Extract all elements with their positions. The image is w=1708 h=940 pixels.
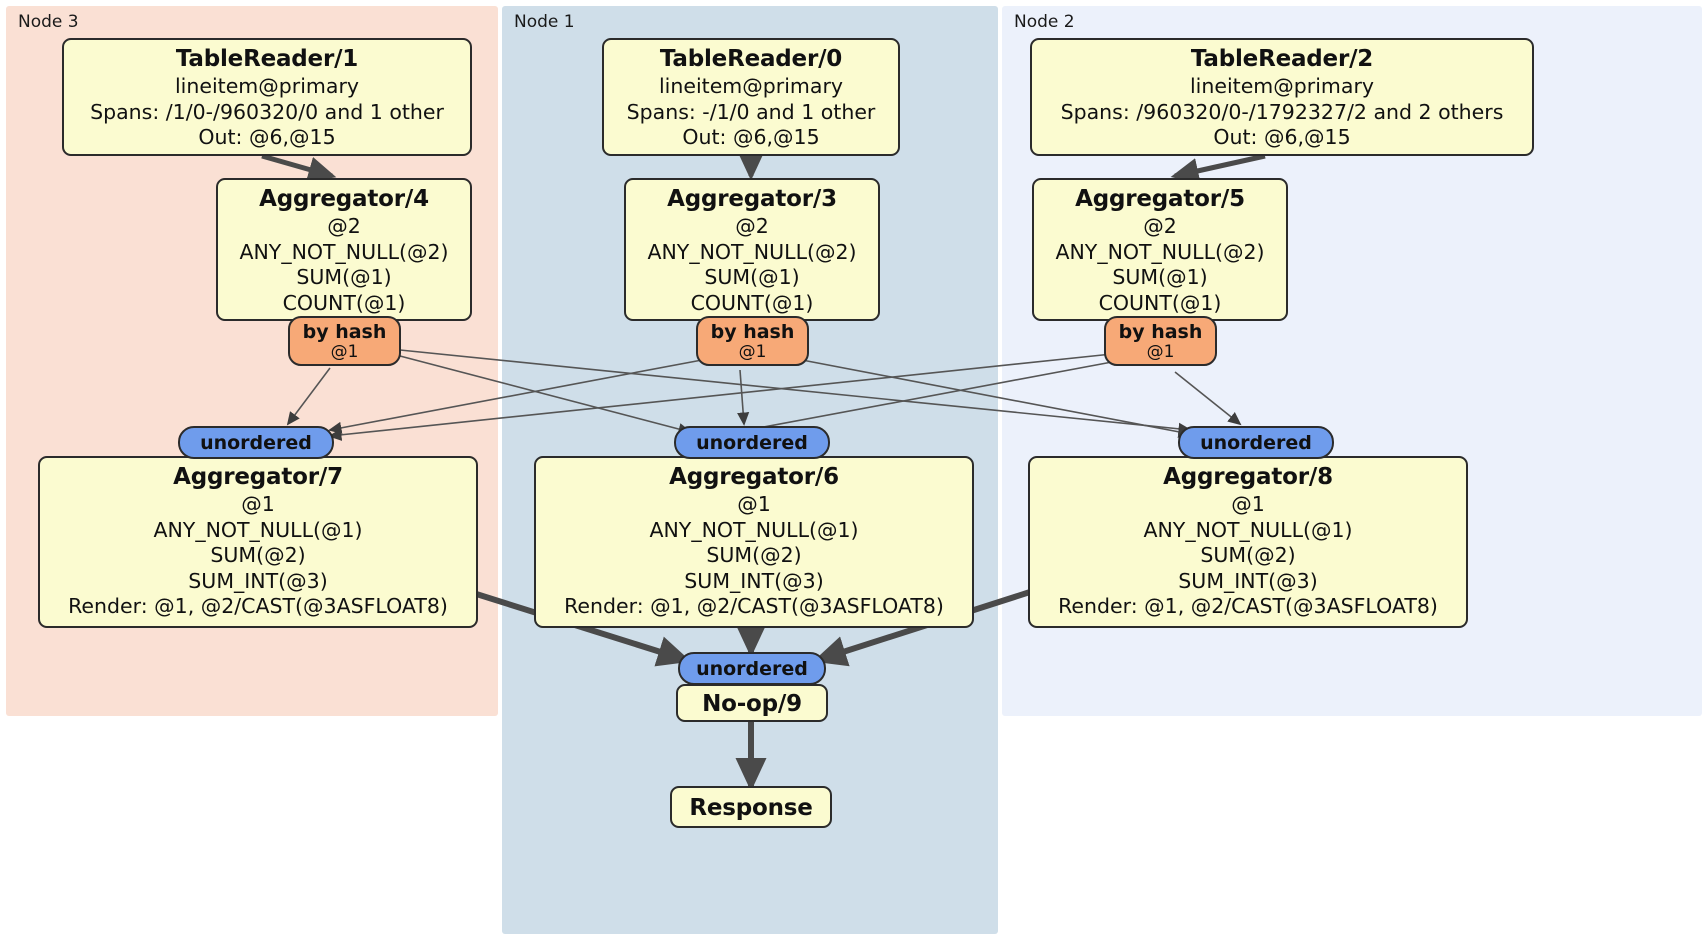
synchronizer-unordered-center[interactable]: unordered: [674, 426, 830, 459]
router-by-hash-center[interactable]: by hash @1: [696, 316, 809, 366]
processor-line: SUM(@1): [704, 265, 800, 289]
router-label: by hash: [710, 321, 795, 343]
processor-line: SUM(@2): [1200, 543, 1296, 567]
processor-response[interactable]: Response: [670, 786, 832, 828]
synchronizer-unordered-final[interactable]: unordered: [678, 652, 826, 685]
processor-line: @1: [241, 492, 275, 516]
processor-line: COUNT(@1): [690, 290, 814, 315]
processor-line: @1: [1231, 492, 1265, 516]
synchronizer-unordered-left[interactable]: unordered: [178, 426, 334, 459]
router-by-hash-left[interactable]: by hash @1: [288, 316, 401, 366]
processor-line: COUNT(@1): [282, 290, 406, 315]
processor-line: Render: @1, @2/CAST(@3ASFLOAT8): [1058, 594, 1438, 618]
processor-line: SUM(@2): [210, 543, 306, 567]
processor-title: TableReader/0: [659, 46, 843, 72]
router-sublabel: @1: [1146, 342, 1175, 362]
node-panel-label-node3: Node 3: [18, 12, 79, 32]
synchronizer-label: unordered: [696, 431, 808, 454]
processor-noop-9[interactable]: No-op/9: [676, 684, 828, 722]
synchronizer-unordered-right[interactable]: unordered: [1178, 426, 1334, 459]
processor-line: @2: [735, 214, 769, 238]
processor-line: lineitem@primary: [658, 74, 844, 98]
processor-aggregator-8[interactable]: Aggregator/8 @1 ANY_NOT_NULL(@1) SUM(@2)…: [1028, 456, 1468, 628]
processor-title: Aggregator/4: [259, 186, 429, 212]
processor-table-reader-2[interactable]: TableReader/2 lineitem@primary Spans: /9…: [1030, 38, 1534, 156]
processor-line: ANY_NOT_NULL(@1): [649, 517, 859, 542]
processor-line: @2: [1143, 214, 1177, 238]
processor-title: Aggregator/5: [1075, 186, 1245, 212]
router-sublabel: @1: [330, 342, 359, 362]
processor-aggregator-5[interactable]: Aggregator/5 @2 ANY_NOT_NULL(@2) SUM(@1)…: [1032, 178, 1288, 321]
processor-line: Spans: /960320/0-/1792327/2 and 2 others: [1060, 99, 1504, 124]
synchronizer-label: unordered: [1200, 431, 1312, 454]
processor-line: Render: @1, @2/CAST(@3ASFLOAT8): [564, 594, 944, 618]
processor-table-reader-0[interactable]: TableReader/0 lineitem@primary Spans: -/…: [602, 38, 900, 156]
processor-line: ANY_NOT_NULL(@2): [647, 239, 857, 264]
processor-line: Out: @6,@15: [1213, 125, 1351, 149]
processor-line: SUM(@1): [1112, 265, 1208, 289]
processor-title: Aggregator/6: [669, 464, 839, 490]
processor-line: SUM_INT(@3): [1178, 568, 1318, 593]
router-by-hash-right[interactable]: by hash @1: [1104, 316, 1217, 366]
processor-title: TableReader/1: [175, 46, 359, 72]
processor-line: @1: [737, 492, 771, 516]
processor-line: SUM_INT(@3): [684, 568, 824, 593]
synchronizer-label: unordered: [696, 657, 808, 680]
processor-line: lineitem@primary: [1189, 74, 1375, 98]
processor-line: SUM_INT(@3): [188, 568, 328, 593]
router-label: by hash: [302, 321, 387, 343]
processor-line: SUM(@2): [706, 543, 802, 567]
processor-aggregator-7[interactable]: Aggregator/7 @1 ANY_NOT_NULL(@1) SUM(@2)…: [38, 456, 478, 628]
node-panel-label-node2: Node 2: [1014, 12, 1075, 32]
processor-line: ANY_NOT_NULL(@2): [1055, 239, 1265, 264]
processor-line: ANY_NOT_NULL(@1): [1143, 517, 1353, 542]
processor-line: SUM(@1): [296, 265, 392, 289]
processor-line: Out: @6,@15: [198, 125, 336, 149]
synchronizer-label: unordered: [200, 431, 312, 454]
processor-aggregator-3[interactable]: Aggregator/3 @2 ANY_NOT_NULL(@2) SUM(@1)…: [624, 178, 880, 321]
processor-line: Spans: /1/0-/960320/0 and 1 other: [90, 99, 444, 124]
processor-title: Aggregator/8: [1163, 464, 1333, 490]
node-panel-label-node1: Node 1: [514, 12, 575, 32]
processor-line: @2: [327, 214, 361, 238]
processor-line: COUNT(@1): [1098, 290, 1222, 315]
processor-title: Response: [689, 795, 813, 821]
processor-aggregator-6[interactable]: Aggregator/6 @1 ANY_NOT_NULL(@1) SUM(@2)…: [534, 456, 974, 628]
router-label: by hash: [1118, 321, 1203, 343]
processor-aggregator-4[interactable]: Aggregator/4 @2 ANY_NOT_NULL(@2) SUM(@1)…: [216, 178, 472, 321]
processor-line: ANY_NOT_NULL(@2): [239, 239, 449, 264]
processor-line: ANY_NOT_NULL(@1): [153, 517, 363, 542]
processor-line: lineitem@primary: [174, 74, 360, 98]
processor-table-reader-1[interactable]: TableReader/1 lineitem@primary Spans: /1…: [62, 38, 472, 156]
processor-title: Aggregator/3: [667, 186, 837, 212]
processor-line: Render: @1, @2/CAST(@3ASFLOAT8): [68, 594, 448, 618]
processor-title: Aggregator/7: [173, 464, 343, 490]
processor-title: TableReader/2: [1190, 46, 1374, 72]
processor-line: Out: @6,@15: [682, 125, 820, 149]
processor-line: Spans: -/1/0 and 1 other: [626, 99, 876, 124]
router-sublabel: @1: [738, 342, 767, 362]
processor-title: No-op/9: [702, 691, 802, 717]
